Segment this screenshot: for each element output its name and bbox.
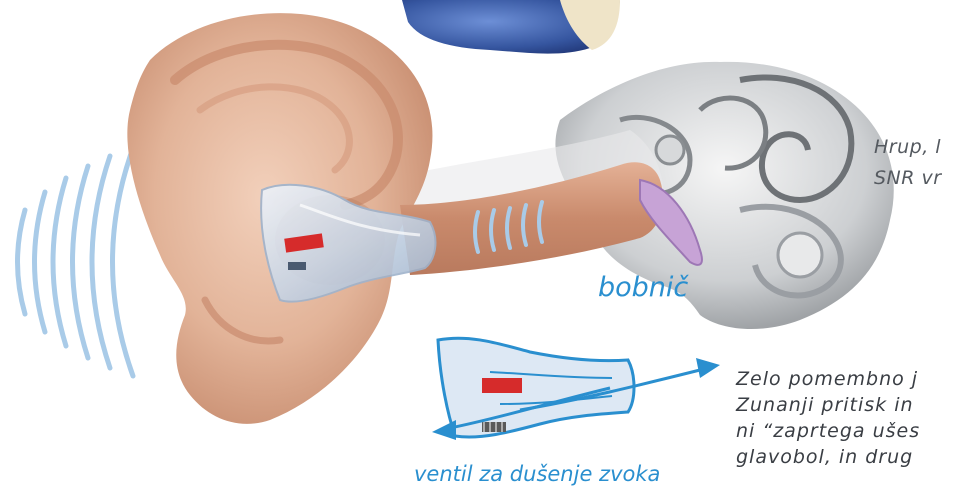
valve-label: ventil za dušenje zvoka — [414, 462, 660, 486]
noise-text-line: Hrup, l — [874, 132, 942, 163]
earplug-schematic — [438, 338, 634, 437]
noise-text-line: SNR vr — [874, 163, 942, 194]
eardrum-label: bobnič — [598, 272, 688, 303]
sound-wave-icon — [18, 148, 134, 376]
noise-text: Hrup, l SNR vr — [874, 132, 942, 194]
important-text: Zelo pomembno j Zunanji pritisk in ni “z… — [736, 366, 920, 470]
important-text-line: ni “zaprtega ušes — [736, 418, 920, 444]
important-text-line: glavobol, in drug — [736, 444, 920, 470]
blue-earplug-top — [402, 0, 620, 54]
important-text-line: Zelo pomembno j — [736, 366, 920, 392]
important-text-line: Zunanji pritisk in — [736, 392, 920, 418]
